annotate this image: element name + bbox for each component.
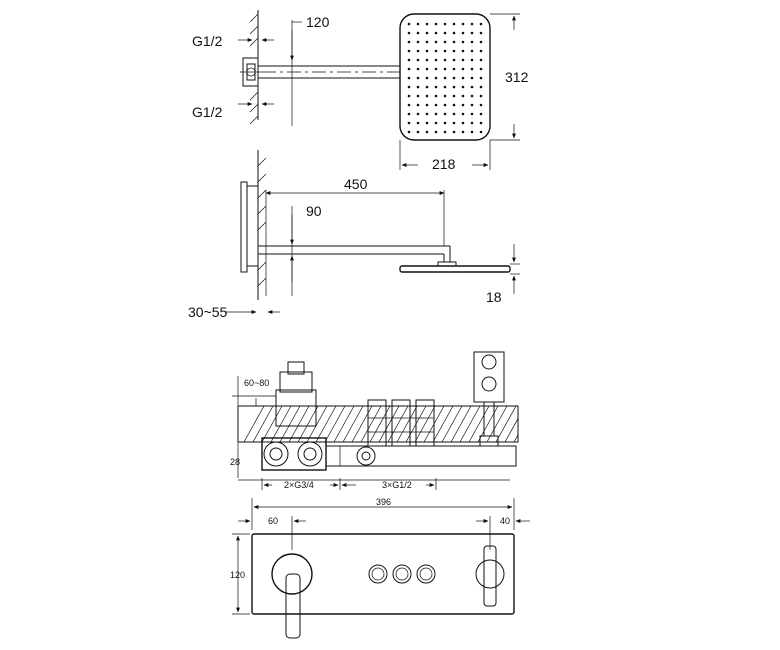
label-wall-depth: 30~55 [188, 304, 228, 320]
wall-hatch-side [257, 150, 267, 300]
label-inlet-top: G1/2 [192, 33, 223, 49]
label-body-height: 28 [230, 457, 240, 467]
label-inlet-bottom: G1/2 [192, 104, 223, 120]
wall-hatch-top [249, 10, 259, 125]
label-outlets-large: 2×G3/4 [284, 480, 314, 490]
label-drop: 90 [306, 203, 322, 219]
label-arm-offset: 120 [306, 14, 330, 30]
knob-stack [367, 399, 435, 447]
label-plate-height: 120 [230, 570, 245, 580]
mixer-front-view: 396 60 40 120 [230, 497, 530, 639]
head-top-view: G1/2 G1/2 120 312 218 [192, 10, 529, 172]
label-lever-offset: 60 [268, 516, 278, 526]
label-head-thickness: 18 [486, 289, 502, 305]
nozzle-grid [407, 22, 483, 134]
label-outlets-small: 3×G1/2 [382, 480, 412, 490]
label-total-width: 396 [376, 497, 391, 507]
label-right-offset: 40 [500, 516, 510, 526]
wall-slab-hatch [243, 405, 519, 443]
label-head-height: 312 [505, 69, 529, 85]
mixer-section-view: 60~80 28 2×G3/4 3×G1/2 [230, 351, 519, 490]
label-install-depth: 60~80 [244, 378, 269, 388]
label-arm-length: 450 [344, 176, 368, 192]
head-side-view: 450 90 18 30~55 [188, 150, 520, 320]
label-head-width: 218 [432, 156, 456, 172]
